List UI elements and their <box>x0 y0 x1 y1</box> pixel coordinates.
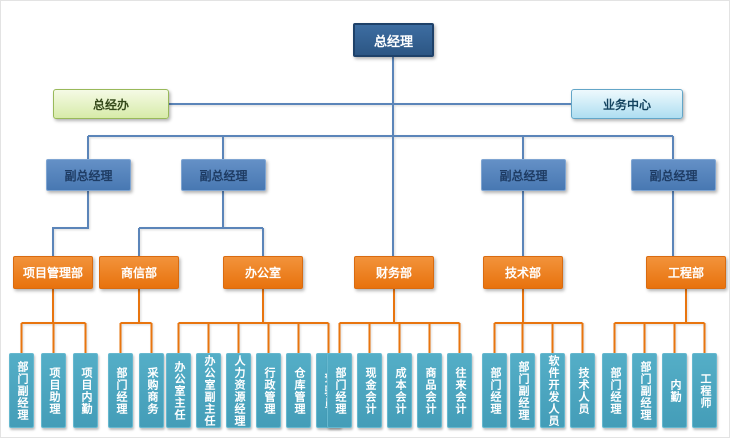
staff-node: 人力资源经理 <box>226 353 251 428</box>
deputy-node-4: 副总经理 <box>631 159 716 191</box>
department-node-commerce: 商信部 <box>99 256 179 289</box>
department-node-office: 办公室 <box>223 256 303 289</box>
department-node-project-management: 项目管理部 <box>13 256 93 289</box>
staff-node: 内勤 <box>662 353 687 428</box>
staff-node: 部门副经理 <box>632 353 657 428</box>
staff-node: 往来会计 <box>447 353 472 428</box>
staff-node: 部门经理 <box>602 353 627 428</box>
department-node-technology: 技术部 <box>483 256 563 289</box>
staff-node: 部门副经理 <box>510 353 535 428</box>
dept1-staff-connectors <box>20 289 87 353</box>
staff-node: 部门经理 <box>482 353 507 428</box>
staff-node: 软件开发人员 <box>540 353 565 428</box>
deputy-node-2: 副总经理 <box>181 159 266 191</box>
staff-node: 部门经理 <box>327 353 352 428</box>
dept2-staff-connectors <box>119 289 153 353</box>
staff-node: 办公室主任 <box>166 353 191 428</box>
staff-node: 项目助理 <box>41 353 66 428</box>
staff-node: 部门经理 <box>108 353 133 428</box>
staff-node: 商品会计 <box>417 353 442 428</box>
staff-node: 工程师 <box>692 353 717 428</box>
dept4-staff-connectors <box>338 289 461 353</box>
dept6-staff-connectors <box>613 289 706 353</box>
department-node-engineering: 工程部 <box>646 256 726 289</box>
deputy-node-3: 副总经理 <box>481 159 566 191</box>
staff-node: 技术人员 <box>570 353 595 428</box>
staff-node: 现金会计 <box>357 353 382 428</box>
general-office-node: 总经办 <box>53 89 169 119</box>
deputy-stubs <box>87 136 674 159</box>
department-node-finance: 财务部 <box>354 256 434 289</box>
deputy1-dept-connector <box>52 191 89 256</box>
deputy-node-1: 副总经理 <box>46 159 131 191</box>
dept3-staff-connectors <box>177 289 330 353</box>
staff-node: 仓库管理 <box>286 353 311 428</box>
root-node-general-manager: 总经理 <box>353 23 434 57</box>
staff-node: 采购商务 <box>139 353 164 428</box>
business-center-node: 业务中心 <box>571 89 683 119</box>
staff-node: 部门副经理 <box>9 353 34 428</box>
deputy2-dept-connector <box>138 191 264 256</box>
staff-node: 行政管理 <box>256 353 281 428</box>
staff-node: 成本会计 <box>387 353 412 428</box>
staff-node: 项目内勤 <box>73 353 98 428</box>
staff-node: 办公室副主任 <box>196 353 221 428</box>
dept5-staff-connectors <box>493 289 584 353</box>
